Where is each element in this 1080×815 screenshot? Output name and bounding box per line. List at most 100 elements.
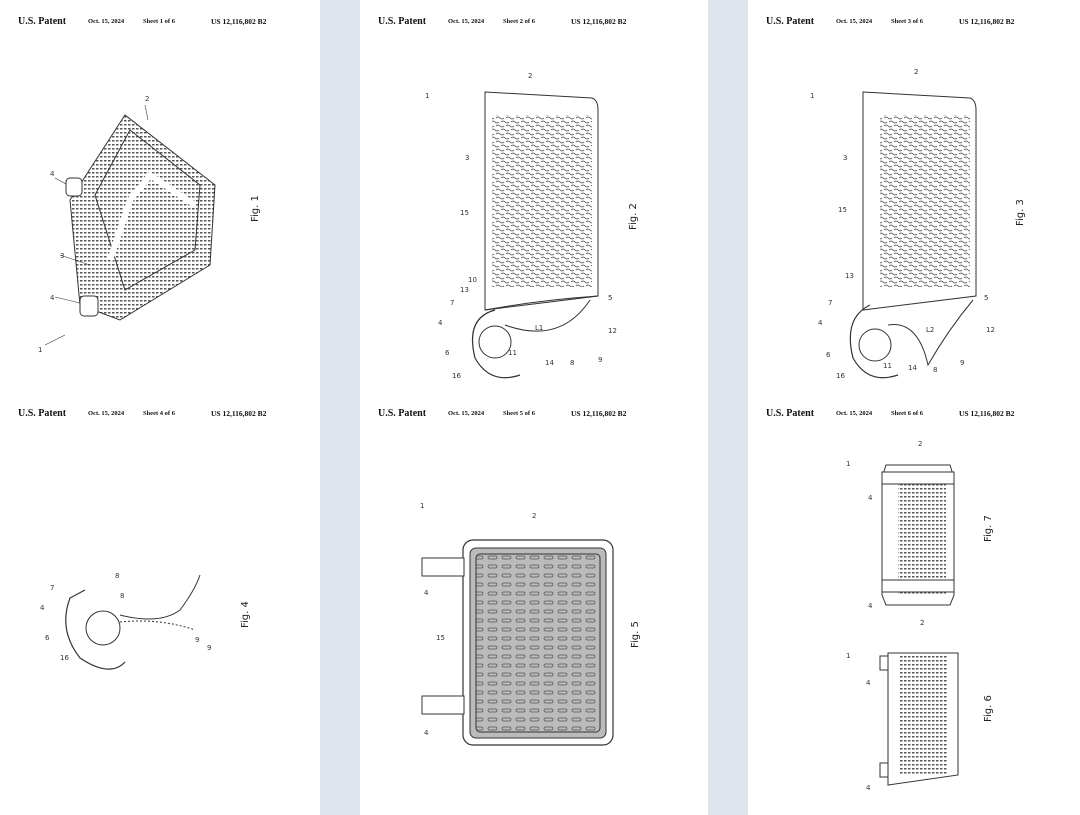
sheet-number: Sheet 5 of 6 — [503, 410, 535, 417]
sheet-6: U.S. Patent Oct. 15, 2024 Sheet 6 of 6 US 1… — [748, 400, 1080, 815]
figure-2-drawing: 1 2 3 15 10 13 7 4 6 16 11 14 8 9 12 5 L… — [425, 72, 639, 380]
header-date: Oct. 15, 2024 — [836, 18, 873, 25]
ref-numeral: L2 — [926, 326, 934, 334]
patent-number: US 12,116,802 B2 — [959, 409, 1015, 418]
sheet-header: U.S. Patent Oct. 15, 2024 Sheet 3 of 6 US 1… — [766, 16, 1080, 30]
ref-numeral: 13 — [845, 272, 854, 280]
ref-numeral: 6 — [45, 634, 50, 642]
ref-numeral: 2 — [145, 95, 149, 103]
sheet-header: U.S. Patent Oct. 15, 2024 Sheet 4 of 6 US 1… — [18, 408, 320, 422]
ref-numeral: 9 — [195, 636, 199, 644]
figure-label: Fig. 7 — [983, 515, 994, 542]
figure-5-drawing: 1 2 4 15 4 Fig. 5 — [420, 502, 641, 746]
patent-number: US 12,116,802 B2 — [571, 409, 627, 418]
sheet-3: U.S. Patent Oct. 15, 2024 Sheet 3 of 6 US 1… — [748, 0, 1080, 400]
figure-label: Fig. 4 — [240, 601, 251, 628]
header-date: Oct. 15, 2024 — [88, 18, 125, 25]
figure-label: Fig. 1 — [250, 195, 261, 222]
sheet-4: U.S. Patent Oct. 15, 2024 Sheet 4 of 6 US 1… — [0, 400, 320, 815]
ref-numeral: 1 — [420, 502, 424, 510]
ref-numeral: 4 — [818, 319, 823, 327]
ref-numeral: 5 — [608, 294, 612, 302]
ref-numeral: 16 — [60, 654, 69, 662]
sheet-number: Sheet 6 of 6 — [891, 410, 923, 417]
ref-numeral: 4 — [40, 604, 45, 612]
header-title: U.S. Patent — [378, 16, 427, 27]
patent-number: US 12,116,802 B2 — [211, 17, 267, 26]
header-date: Oct. 15, 2024 — [448, 410, 485, 417]
ref-numeral: 11 — [883, 362, 892, 370]
ref-numeral: 2 — [532, 512, 536, 520]
ref-numeral: 4 — [868, 602, 873, 610]
ref-numeral: 7 — [450, 299, 454, 307]
ref-numeral: 10 — [468, 276, 477, 284]
header-title: U.S. Patent — [18, 408, 67, 419]
sheet-1: U.S. Patent Oct. 15, 2024 Sheet 1 of 6 US 1… — [0, 0, 320, 400]
ref-numeral: 15 — [436, 634, 445, 642]
figure-label: Fig. 6 — [983, 695, 994, 722]
sheet-5: U.S. Patent Oct. 15, 2024 Sheet 5 of 6 US 1… — [360, 400, 708, 815]
sheet-number: Sheet 2 of 6 — [503, 18, 535, 25]
figure-1-drawing: 2 3 4 4 1 Fig. 1 — [38, 95, 261, 354]
ref-numeral: 16 — [452, 372, 461, 380]
ref-numeral: 9 — [598, 356, 602, 364]
header-title: U.S. Patent — [766, 16, 815, 27]
header-title: U.S. Patent — [18, 16, 67, 27]
ref-numeral: 3 — [465, 154, 469, 162]
ref-numeral: 5 — [984, 294, 988, 302]
ref-numeral: 4 — [438, 319, 443, 327]
figure-label: Fig. 2 — [628, 203, 639, 230]
ref-numeral: 1 — [810, 92, 814, 100]
ref-numeral: 4 — [868, 494, 873, 502]
ref-numeral: 2 — [914, 68, 918, 76]
figure-label: Fig. 3 — [1015, 199, 1026, 226]
ref-numeral: 1 — [846, 652, 850, 660]
ref-numeral: 8 — [115, 572, 119, 580]
ref-numeral: 1 — [846, 460, 850, 468]
ref-numeral: 6 — [445, 349, 450, 357]
ref-numeral: 4 — [424, 589, 429, 597]
ref-numeral: 8 — [933, 366, 937, 374]
ref-numeral: 4 — [50, 294, 55, 302]
ref-numeral: 9 — [207, 644, 211, 652]
ref-numeral: 11 — [508, 349, 517, 357]
ref-numeral: 12 — [986, 326, 995, 334]
patent-number: US 12,116,802 B2 — [959, 17, 1015, 26]
header-title: U.S. Patent — [766, 408, 815, 419]
figure-3-drawing: 1 2 3 15 13 7 4 6 16 11 14 8 9 12 5 L2 F… — [810, 68, 1026, 380]
ref-numeral: 4 — [50, 170, 55, 178]
ref-numeral: 3 — [60, 252, 64, 260]
header-date: Oct. 15, 2024 — [836, 410, 873, 417]
ref-numeral: 14 — [545, 359, 554, 367]
ref-numeral: 1 — [425, 92, 429, 100]
ref-numeral: 2 — [528, 72, 532, 80]
ref-numeral: 8 — [570, 359, 574, 367]
figure-6-7-drawing: 1 2 4 4 1 2 4 4 Fig. 7 Fig. 6 — [846, 440, 994, 792]
ref-numeral: 1 — [38, 346, 42, 354]
sheet-header: U.S. Patent Oct. 15, 2024 Sheet 5 of 6 US 1… — [378, 408, 708, 422]
figure-4-drawing: 7 4 6 16 8 8 9 9 Fig. 4 — [40, 572, 251, 670]
sheet-number: Sheet 1 of 6 — [143, 18, 175, 25]
ref-numeral: 7 — [828, 299, 832, 307]
ref-numeral: 7 — [50, 584, 54, 592]
sheet-number: Sheet 3 of 6 — [891, 18, 923, 25]
ref-numeral: L1 — [535, 324, 543, 332]
sheet-number: Sheet 4 of 6 — [143, 410, 175, 417]
ref-numeral: 3 — [843, 154, 847, 162]
figure-label: Fig. 5 — [630, 621, 641, 648]
ref-numeral: 4 — [866, 679, 871, 687]
ref-numeral: 4 — [424, 729, 429, 737]
ref-numeral: 13 — [460, 286, 469, 294]
ref-numeral: 16 — [836, 372, 845, 380]
ref-numeral: 6 — [826, 351, 831, 359]
patent-number: US 12,116,802 B2 — [211, 409, 267, 418]
header-date: Oct. 15, 2024 — [448, 18, 485, 25]
sheet-header: U.S. Patent Oct. 15, 2024 Sheet 1 of 6 US 1… — [18, 16, 320, 30]
header-date: Oct. 15, 2024 — [88, 410, 125, 417]
ref-numeral: 15 — [460, 209, 469, 217]
sheet-header: U.S. Patent Oct. 15, 2024 Sheet 6 of 6 US 1… — [766, 408, 1080, 422]
ref-numeral: 2 — [920, 619, 924, 627]
header-title: U.S. Patent — [378, 408, 427, 419]
